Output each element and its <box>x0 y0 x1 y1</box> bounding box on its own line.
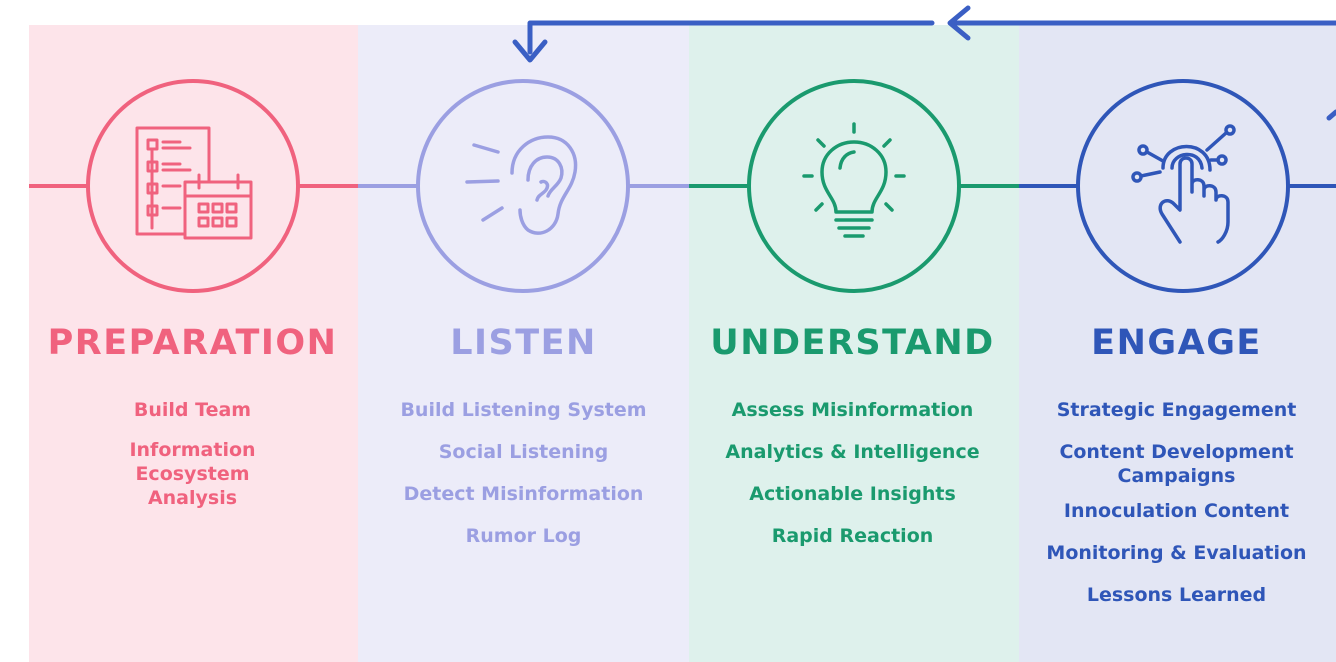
listen-item: Rumor Log <box>465 525 582 547</box>
preparation-column: PREPARATION Build Team Information Ecosy… <box>28 0 357 662</box>
engage-item: Content Development Campaigns <box>1059 441 1294 487</box>
listen-panel <box>358 25 689 662</box>
engage-circle <box>1076 79 1290 293</box>
engage-item: Monitoring & Evaluation <box>1046 542 1307 564</box>
preparation-items: Build Team Information Ecosystem Analysi… <box>28 398 357 528</box>
preparation-panel <box>29 25 358 662</box>
listen-item: Build Listening System <box>400 399 647 421</box>
touch-hand-icon <box>1131 124 1236 244</box>
engage-panel <box>1019 25 1336 662</box>
engage-items: Strategic Engagement Content Development… <box>1012 398 1336 625</box>
engage-title: ENGAGE <box>1091 323 1262 363</box>
understand-item: Actionable Insights <box>749 483 956 505</box>
listen-item: Detect Misinformation <box>403 483 644 505</box>
engage-item: Innoculation Content <box>1063 500 1290 522</box>
listen-title: LISTEN <box>450 323 597 363</box>
feedback-arrow <box>512 5 1336 121</box>
ear-icon <box>465 135 578 235</box>
listen-column: LISTEN Build Listening System Social Lis… <box>359 0 688 662</box>
understand-item: Assess Misinformation <box>731 399 974 421</box>
preparation-item: Information Ecosystem Analysis <box>129 439 256 509</box>
preparation-item: Build Team <box>133 399 252 421</box>
listen-circle <box>416 79 630 293</box>
preparation-circle <box>86 79 300 293</box>
preparation-title: PREPARATION <box>47 323 338 363</box>
understand-title: UNDERSTAND <box>710 323 995 363</box>
understand-item: Analytics & Intelligence <box>725 441 980 463</box>
understand-item: Rapid Reaction <box>771 525 934 547</box>
engage-item: Lessons Learned <box>1086 584 1267 606</box>
listen-items: Build Listening System Social Listening … <box>359 398 688 566</box>
lightbulb-icon <box>802 122 906 238</box>
understand-column: UNDERSTAND Assess Misinformation Analyti… <box>688 0 1017 662</box>
understand-circle <box>747 79 961 293</box>
understand-items: Assess Misinformation Analytics & Intell… <box>688 398 1017 566</box>
engage-column: ENGAGE Strategic Engagement Content Deve… <box>1012 0 1336 662</box>
engage-item: Strategic Engagement <box>1056 399 1297 421</box>
plan-calendar-icon <box>135 126 253 240</box>
listen-item: Social Listening <box>438 441 609 463</box>
